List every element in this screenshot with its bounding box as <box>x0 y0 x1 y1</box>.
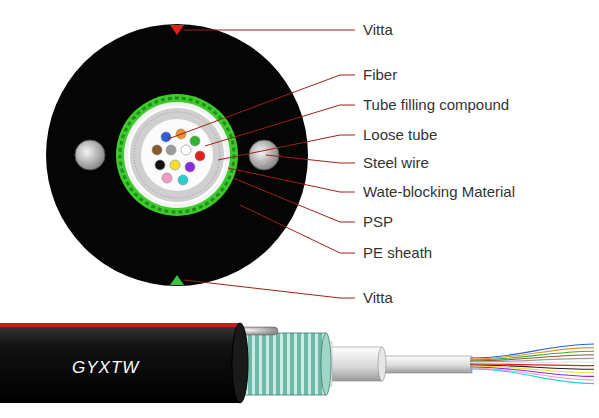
vitta-mark <box>170 25 184 35</box>
part-label: Steel wire <box>363 154 429 172</box>
vitta-stripe <box>0 323 240 327</box>
fiber-strand <box>470 348 594 359</box>
part-label: Wate-blocking Material <box>363 183 515 201</box>
fiber-strand <box>470 362 594 363</box>
part-label: Fiber <box>363 66 397 84</box>
loose-tube <box>129 107 225 203</box>
part-label: Vitta <box>363 289 393 307</box>
loose-tube <box>330 347 382 381</box>
psp-ring <box>116 94 238 216</box>
part-label: Loose tube <box>363 126 437 144</box>
water-blocking <box>124 102 230 208</box>
fiber-fan <box>470 344 594 384</box>
fiber-strand <box>470 358 594 362</box>
part-label: PE sheath <box>363 244 432 262</box>
fiber-strand <box>470 369 594 384</box>
part-label: Vitta <box>363 21 393 39</box>
leader-lines <box>168 30 355 298</box>
psp-corrugation <box>120 98 234 212</box>
part-label: Tube filling compound <box>363 96 509 114</box>
steel-wire <box>75 140 105 170</box>
filling-compound <box>141 119 213 191</box>
fiber-strand <box>470 355 594 361</box>
psp-armour <box>238 333 326 395</box>
fiber-bundle <box>380 356 472 373</box>
cable-side-view <box>0 323 594 403</box>
cable-marking: GYXTW <box>72 359 139 377</box>
vitta-mark <box>170 275 184 285</box>
pe-sheath <box>0 323 240 403</box>
part-label: PSP <box>363 213 393 231</box>
fibers <box>152 129 205 185</box>
steel-wire <box>249 140 279 170</box>
